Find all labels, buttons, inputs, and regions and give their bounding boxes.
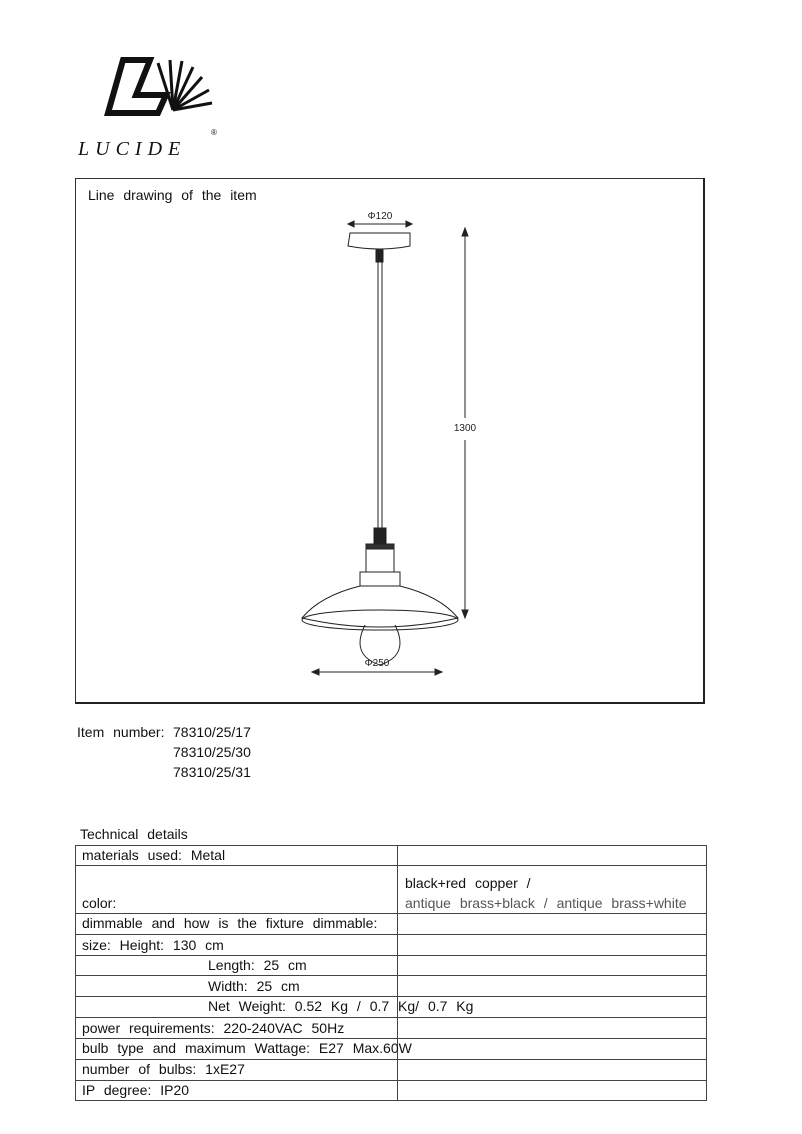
color-value: black+red copper / — [405, 875, 531, 891]
power-cell: power requirements: 220-240VAC 50Hz — [82, 1020, 345, 1036]
item-number-label: Item number: — [77, 724, 165, 740]
color-value: antique brass+black / antique brass+whit… — [405, 895, 687, 911]
drawing-frame — [75, 178, 705, 704]
drawing-caption: Line drawing of the item — [88, 187, 257, 203]
dimension-bottom: Φ250 — [365, 658, 390, 669]
color-label: color: — [82, 895, 117, 911]
dimension-height: 1300 — [454, 423, 477, 434]
width-cell: Width: 25 cm — [208, 978, 300, 994]
pendant-lamp-drawing: Φ120 1300 Φ250 — [301, 211, 477, 676]
technical-details-title: Technical details — [80, 826, 188, 842]
lucide-logo: LUCIDE ® — [78, 57, 217, 160]
item-number: 78310/25/30 — [173, 744, 251, 760]
dimmable-cell: dimmable and how is the fixture dimmable… — [82, 915, 378, 931]
dimension-top: Φ120 — [368, 211, 393, 222]
ip-degree-cell: IP degree: IP20 — [82, 1082, 190, 1098]
item-number: 78310/25/17 — [173, 724, 251, 740]
materials-cell: materials used: Metal — [82, 847, 226, 863]
length-cell: Length: 25 cm — [208, 957, 307, 973]
item-number: 78310/25/31 — [173, 764, 251, 780]
number-of-bulbs-cell: number of bulbs: 1xE27 — [82, 1061, 245, 1077]
weight-cell: Net Weight: 0.52 Kg / 0.7 Kg/ 0.7 Kg — [208, 998, 474, 1014]
bulb-cell: bulb type and maximum Wattage: E27 Max.6… — [82, 1040, 412, 1056]
registered-mark: ® — [211, 128, 217, 137]
height-cell: size: Height: 130 cm — [82, 937, 224, 953]
logo-text: LUCIDE — [78, 138, 186, 160]
